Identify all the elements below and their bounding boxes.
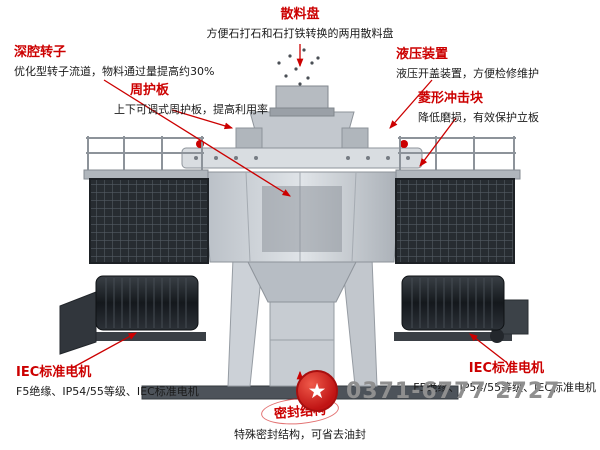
platform-left [83,136,209,264]
callout-desc: F5绝缘、IP54/55等级、IEC标准电机 [413,380,596,394]
callout-title: 菱形冲击块 [418,91,484,106]
callout-desc: 上下可调式周护板，提高利用率 [114,102,268,116]
motor-left [95,275,199,331]
callout-deep-rotor: 深腔转子 优化型转子流道，物料通过量提高约30% [14,45,215,78]
star-icon: ★ [307,378,327,403]
motor-right [401,275,505,331]
callout-guard-plate: 周护板 上下可调式周护板，提高利用率 [114,83,268,116]
callout-seal-structure: 密封结构 特殊密封结构，可省去油封 [0,394,600,441]
callout-title: 液压装置 [396,47,449,62]
callout-desc: 特殊密封结构，可省去油封 [234,427,366,441]
callout-desc: F5绝缘、IP54/55等级、IEC标准电机 [16,384,199,398]
material-particles [277,48,320,86]
crusher-body [181,85,423,263]
callout-title: 散料盘 [280,7,320,22]
machine-legs [227,251,378,387]
callout-desc: 降低磨损，有效保护立板 [418,110,539,124]
callout-scatter-plate: 散料盘 方便石打石和石打铁转换的两用散料盘 [0,7,600,40]
brand-logo-icon: ★ [296,370,338,412]
callout-iec-motor-right: IEC标准电机 F5绝缘、IP54/55等级、IEC标准电机 [413,361,596,394]
callout-title: 深腔转子 [14,45,67,60]
platform-right [395,136,521,264]
callout-title: IEC标准电机 [468,361,544,376]
callout-hydraulic-unit: 液压装置 液压开盖装置，方便检修维护 [396,47,539,80]
callout-title: IEC标准电机 [16,365,92,380]
phone-number: 0371-6777 2727 [346,378,561,404]
leader-arrows [71,44,507,398]
callout-impact-block: 菱形冲击块 降低磨损，有效保护立板 [418,91,539,124]
callout-iec-motor-left: IEC标准电机 F5绝缘、IP54/55等级、IEC标准电机 [16,365,199,398]
callout-desc: 液压开盖装置，方便检修维护 [396,66,539,80]
brand-contact: ★ 0371-6777 2727 [296,370,560,412]
callout-desc: 方便石打石和石打铁转换的两用散料盘 [206,26,394,40]
callout-title: 周护板 [130,83,170,98]
callout-desc: 优化型转子流道，物料通过量提高约30% [14,64,215,78]
